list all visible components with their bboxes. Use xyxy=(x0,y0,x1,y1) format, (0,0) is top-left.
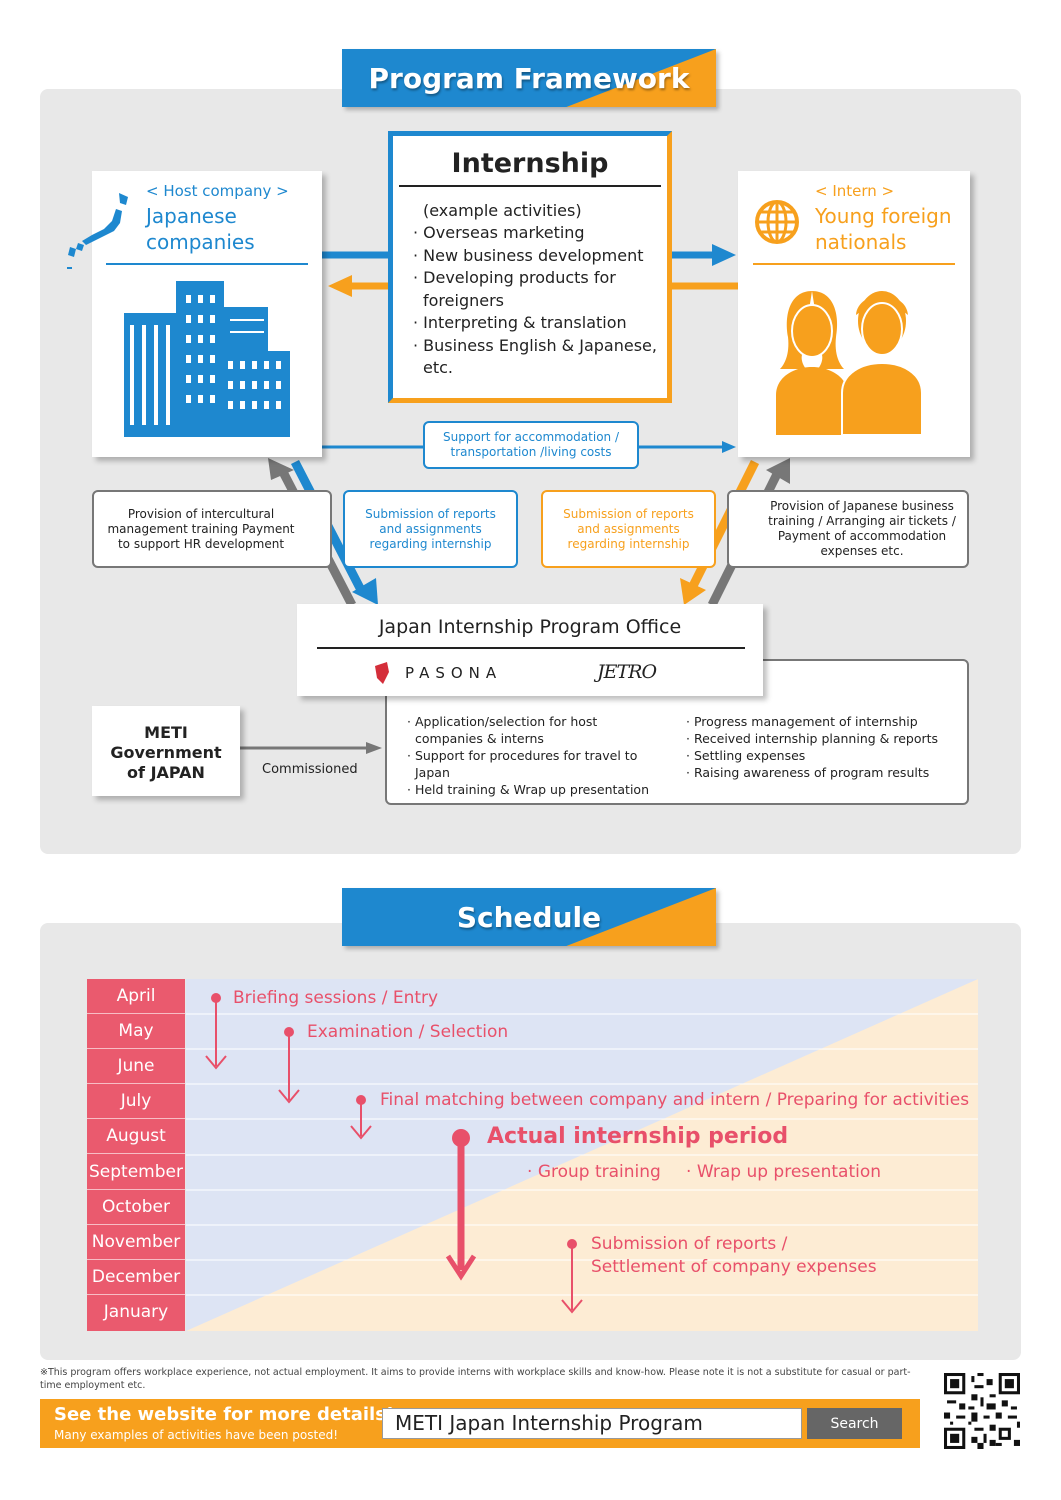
list-item: · Business English & Japanese, etc. xyxy=(413,335,657,378)
meti-line-3: of JAPAN xyxy=(127,763,205,782)
group-training-step: · Group training xyxy=(527,1162,661,1182)
actual-period-step: Actual internship period xyxy=(487,1124,789,1149)
month-june: June xyxy=(87,1049,185,1084)
month-april: April xyxy=(87,979,185,1014)
internship-title: Internship xyxy=(451,148,609,179)
office-tasks-left: · Application/selection for host compani… xyxy=(407,713,667,798)
timeline-background xyxy=(186,979,978,1331)
qr-code-icon[interactable] xyxy=(944,1373,1020,1449)
cta-title: See the website for more details! xyxy=(54,1404,395,1425)
cta-bar: See the website for more details! Many e… xyxy=(40,1399,920,1448)
office-divider xyxy=(317,647,745,649)
month-august: August xyxy=(87,1119,185,1154)
list-item: · Developing products for foreigners xyxy=(413,268,616,310)
schedule-arrows xyxy=(205,993,583,1314)
month-november: November xyxy=(87,1225,185,1260)
pasona-logo-icon xyxy=(375,662,389,684)
globe-icon xyxy=(755,200,799,244)
month-may: May xyxy=(87,1014,185,1049)
meti-card: METI Government of JAPAN xyxy=(92,706,240,796)
list-item: · New business development xyxy=(413,245,644,265)
japan-map-icon xyxy=(67,193,128,269)
list-item: · Settling expenses xyxy=(686,748,806,763)
meti-line-1: METI xyxy=(144,723,188,742)
schedule-banner: Schedule xyxy=(342,888,716,946)
list-item: · Overseas marketing xyxy=(413,223,585,242)
internship-list: · Overseas marketing · New business deve… xyxy=(409,222,659,380)
program-office-title: Japan Internship Program Office xyxy=(378,616,682,638)
host-divider xyxy=(106,263,308,265)
list-item: · Interpreting & translation xyxy=(413,313,627,332)
internship-card: Internship (example activities) · Overse… xyxy=(388,131,672,403)
list-item: · Received internship planning & reports xyxy=(686,731,939,746)
wrap-up-step: · Wrap up presentation xyxy=(686,1162,882,1182)
intern-reports-box: Submission of reports and assignments re… xyxy=(541,490,716,568)
framework-banner: Program Framework xyxy=(342,49,716,107)
host-company-name-1: Japanese xyxy=(146,204,237,228)
intern-card: < Intern > Young foreign nationals xyxy=(738,171,970,457)
month-january: January xyxy=(103,1302,169,1322)
list-item: · Raising awareness of program results xyxy=(686,765,930,780)
submission-step-1: Submission of reports / xyxy=(591,1234,788,1254)
host-reports-box: Submission of reports and assignments re… xyxy=(343,490,518,568)
month-column: April May June July August September Oct… xyxy=(87,979,185,1331)
host-company-name-2: companies xyxy=(146,230,255,254)
intern-name-2: nationals xyxy=(815,230,907,254)
month-september: September xyxy=(87,1155,185,1190)
list-item: · Application/selection for host compani… xyxy=(407,714,598,746)
month-december: December xyxy=(87,1260,185,1295)
submission-step-2: Settlement of company expenses xyxy=(591,1257,877,1277)
month-october: October xyxy=(87,1190,185,1225)
disclaimer: ※This program offers workplace experienc… xyxy=(40,1367,911,1391)
jetro-logo: JETRO xyxy=(597,661,657,683)
search-button[interactable]: Search xyxy=(807,1408,902,1439)
intern-name-1: Young foreign xyxy=(815,204,952,228)
internship-divider xyxy=(399,185,661,187)
host-company-tag: < Host company > xyxy=(146,182,289,200)
intern-divider xyxy=(753,263,955,265)
intern-provision-box: Provision of Japanese business training … xyxy=(727,490,969,568)
pasona-logo: PASONA xyxy=(405,664,503,682)
briefing-step: Briefing sessions / Entry xyxy=(233,988,439,1008)
office-buildings-icon xyxy=(124,281,290,437)
exam-step: Examination / Selection xyxy=(307,1022,509,1042)
month-july: July xyxy=(87,1084,185,1119)
commissioned-label: Commissioned xyxy=(262,762,358,777)
search-input[interactable]: METI Japan Internship Program xyxy=(382,1408,802,1439)
host-company-card: < Host company > Japanese companies xyxy=(67,171,322,457)
list-item: · Held training & Wrap up presentation xyxy=(407,782,649,797)
office-tasks-right: · Progress management of internship · Re… xyxy=(686,713,956,781)
support-costs-box: Support for accommodation / transportati… xyxy=(423,421,639,469)
meti-line-2: Government xyxy=(110,743,222,762)
internship-intro: (example activities) xyxy=(423,201,582,220)
schedule-banner-title: Schedule xyxy=(456,900,602,934)
people-icon xyxy=(776,291,923,435)
program-office-card: Japan Internship Program Office PASONA J… xyxy=(297,604,763,696)
host-provision-box: Provision of intercultural management tr… xyxy=(92,490,332,568)
framework-banner-title: Program Framework xyxy=(368,61,690,95)
list-item: · Support for procedures for travel to J… xyxy=(407,748,638,780)
matching-step: Final matching between company and inter… xyxy=(380,1090,970,1110)
cta-subtitle: Many examples of activities have been po… xyxy=(54,1428,339,1442)
list-item: · Progress management of internship xyxy=(686,714,918,729)
intern-tag: < Intern > xyxy=(815,182,895,200)
